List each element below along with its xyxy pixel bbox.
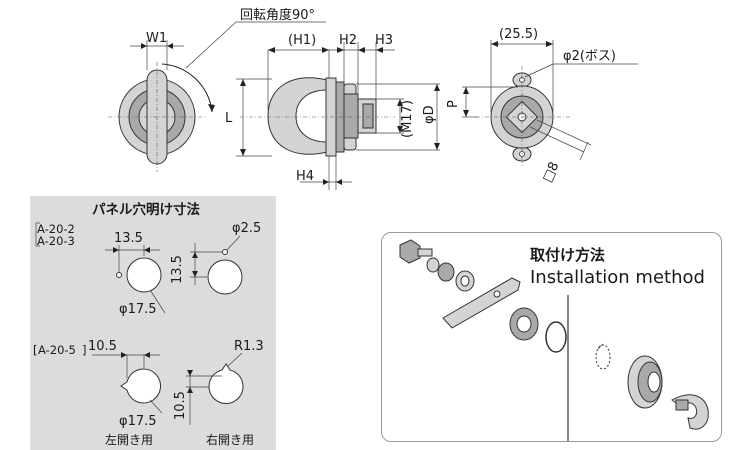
- dim-phi-17-5-a: φ17.5: [119, 302, 157, 317]
- dim-phi-17-5-b: φ17.5: [119, 414, 157, 429]
- dim-boss: φ2(ボス): [563, 49, 616, 64]
- dim-h2: H2: [339, 33, 357, 48]
- installation-title-jp: 取付け方法: [530, 246, 605, 264]
- dim-l: L: [225, 111, 233, 126]
- panel-cutout-title: パネル穴明け寸法: [92, 201, 200, 218]
- side-view: [236, 42, 440, 190]
- model-a-20-5: A-20-5: [38, 343, 76, 357]
- installation-exploded-view: [399, 239, 709, 441]
- dim-13-5-horizontal: 13.5: [114, 231, 143, 246]
- cutout-a-drawings: [35, 222, 243, 314]
- label-left-opening: 左開き用: [105, 432, 153, 447]
- dim-10-5-horizontal: 10.5: [88, 339, 117, 354]
- model-a-20-5-bracket: [: [33, 343, 38, 357]
- dim-13-5-vertical: 13.5: [170, 255, 185, 284]
- front-view: [108, 21, 326, 172]
- dim-phi-d: φD: [422, 105, 437, 124]
- dim-r1-3: R1.3: [234, 339, 264, 354]
- model-a-20-2: A-20-2: [37, 222, 75, 236]
- dim-h1: (H1): [288, 33, 316, 48]
- dim-25-5: (25.5): [499, 27, 538, 42]
- dim-m17: (M17): [400, 100, 415, 138]
- installation-title-en: Installation method: [530, 267, 705, 288]
- dim-h3: H3: [375, 33, 393, 48]
- dim-w1: W1: [146, 31, 167, 46]
- model-a-20-5-bracket-close: ]: [82, 343, 87, 357]
- model-a-20-3: A-20-3: [37, 234, 75, 248]
- dim-sq8: □8: [540, 160, 562, 185]
- dim-phi-2-5: φ2.5: [232, 221, 261, 236]
- cutout-b-drawings: [92, 352, 244, 425]
- label-right-opening: 右開き用: [206, 432, 254, 447]
- rotation-angle-label: 回転角度90°: [240, 7, 315, 23]
- dim-p: P: [446, 100, 461, 108]
- dim-h4: H4: [296, 169, 314, 184]
- rear-view: [462, 40, 638, 166]
- dim-10-5-vertical: 10.5: [173, 391, 188, 420]
- panel-cutout-box: [30, 196, 276, 450]
